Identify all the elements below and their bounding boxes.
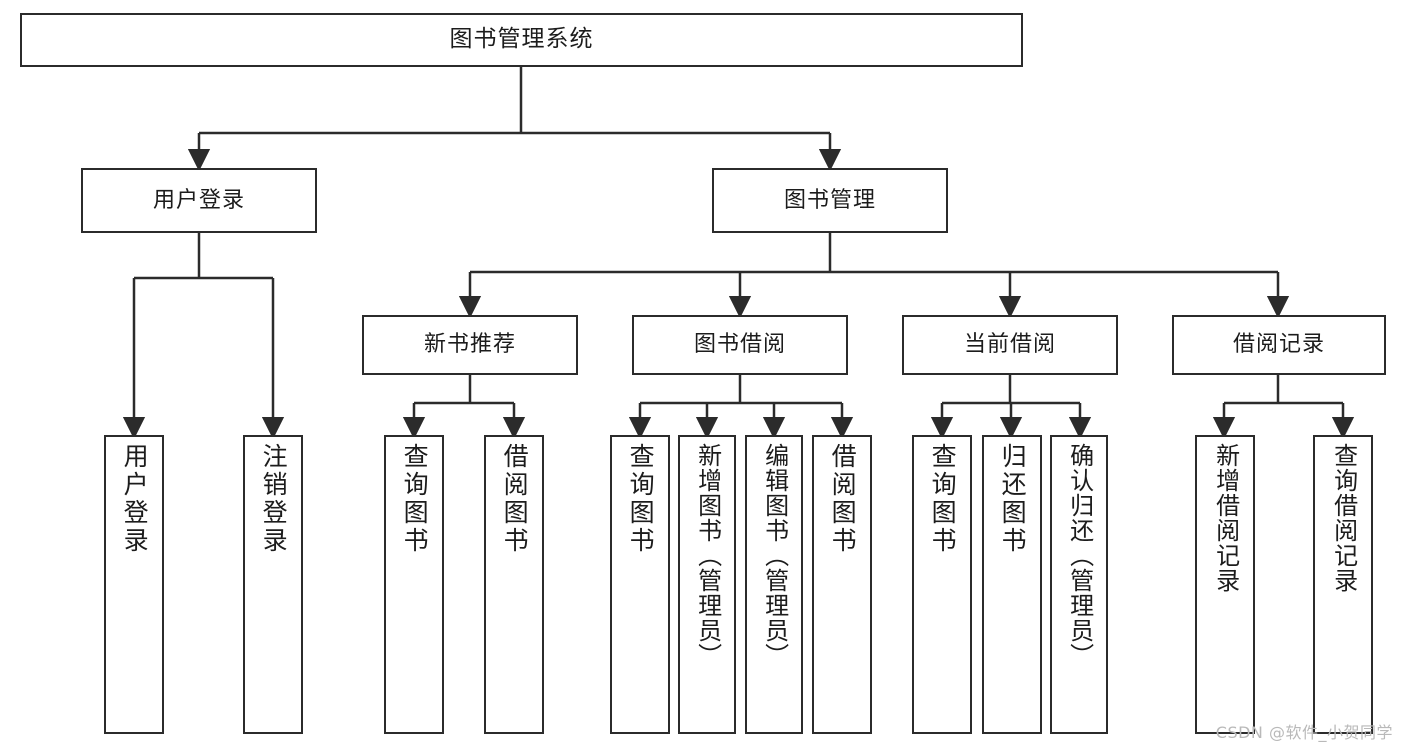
node-borrow-record[interactable]: 借阅记录 xyxy=(1172,315,1386,375)
node-book-borrow[interactable]: 图书借阅 xyxy=(632,315,848,375)
leaf-book-borrow-add-book-admin[interactable]: 新增图书（管理员） xyxy=(678,435,736,734)
node-label: 查询借阅记录 xyxy=(1329,443,1358,593)
leaf-current-borrow-query-book[interactable]: 查询图书 xyxy=(912,435,972,734)
node-label: 归还图书 xyxy=(998,443,1028,555)
node-label: 图书管理 xyxy=(783,187,876,213)
node-label: 注销登录 xyxy=(259,443,289,555)
node-label: 新书推荐 xyxy=(423,332,516,358)
node-label: 新增借阅记录 xyxy=(1211,443,1240,593)
node-label: 查询图书 xyxy=(626,443,656,555)
node-new-book-recommend[interactable]: 新书推荐 xyxy=(362,315,578,375)
leaf-user-login-login[interactable]: 用户登录 xyxy=(104,435,164,734)
leaf-user-login-logout[interactable]: 注销登录 xyxy=(243,435,303,734)
node-label: 查询图书 xyxy=(400,443,430,555)
leaf-book-borrow-edit-book-admin[interactable]: 编辑图书（管理员） xyxy=(745,435,803,734)
node-label: 当前借阅 xyxy=(963,332,1056,358)
leaf-current-borrow-return-book[interactable]: 归还图书 xyxy=(982,435,1042,734)
leaf-book-borrow-borrow-book[interactable]: 借阅图书 xyxy=(812,435,872,734)
node-current-borrow[interactable]: 当前借阅 xyxy=(902,315,1118,375)
node-book-management[interactable]: 图书管理 xyxy=(712,168,948,233)
node-label: 图书管理系统 xyxy=(449,26,594,53)
leaf-borrow-record-add-record[interactable]: 新增借阅记录 xyxy=(1195,435,1255,734)
node-root-book-management-system[interactable]: 图书管理系统 xyxy=(20,13,1023,67)
node-label: 新增图书（管理员） xyxy=(693,443,722,668)
leaf-current-borrow-confirm-return-admin[interactable]: 确认归还（管理员） xyxy=(1050,435,1108,734)
leaf-new-book-query-book[interactable]: 查询图书 xyxy=(384,435,444,734)
node-label: 借阅图书 xyxy=(828,443,858,555)
node-label: 查询图书 xyxy=(928,443,958,555)
csdn-watermark: CSDN @软件_小贺同学 xyxy=(1215,723,1393,742)
node-label: 编辑图书（管理员） xyxy=(760,443,789,668)
leaf-book-borrow-query-book[interactable]: 查询图书 xyxy=(610,435,670,734)
node-label: 借阅记录 xyxy=(1232,332,1325,358)
node-label: 用户登录 xyxy=(152,187,245,213)
leaf-borrow-record-query-record[interactable]: 查询借阅记录 xyxy=(1313,435,1373,734)
node-user-login[interactable]: 用户登录 xyxy=(81,168,317,233)
node-label: 借阅图书 xyxy=(500,443,530,555)
node-label: 图书借阅 xyxy=(693,332,786,358)
node-label: 确认归还（管理员） xyxy=(1065,443,1094,668)
leaf-new-book-borrow-book[interactable]: 借阅图书 xyxy=(484,435,544,734)
node-label: 用户登录 xyxy=(120,443,150,555)
